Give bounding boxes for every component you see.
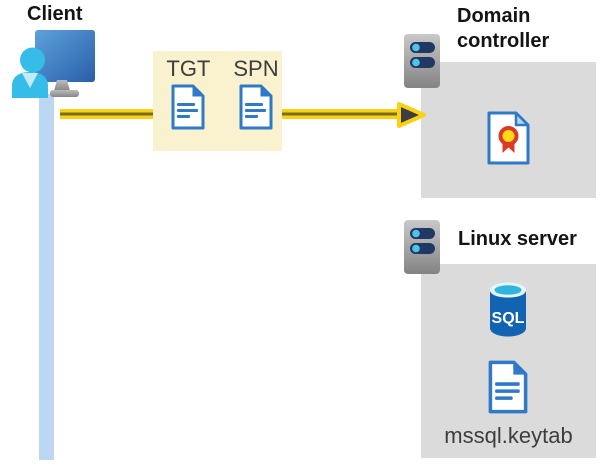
- tgt-document-icon: [171, 84, 205, 130]
- auth-request-arrowhead-icon: [397, 102, 426, 128]
- sql-label: SQL: [492, 310, 525, 327]
- keytab-document-icon: [488, 360, 528, 414]
- token-spn: SPN: [233, 56, 279, 151]
- person-head: [20, 47, 45, 73]
- monitor-base: [50, 90, 79, 97]
- monitor-icon: [35, 30, 95, 82]
- certificate-icon: [487, 111, 530, 165]
- spn-document-icon: [239, 84, 273, 130]
- client-label: Client: [27, 3, 83, 25]
- domain-controller-label: Domain controller: [457, 5, 550, 52]
- linux-server-icon: [404, 220, 440, 274]
- token-box: TGT SPN: [153, 51, 282, 151]
- tgt-label: TGT: [166, 56, 211, 81]
- domain-controller-server-icon: [404, 34, 440, 88]
- linux-server-label: Linux server: [458, 228, 577, 250]
- monitor-stand: [54, 80, 70, 91]
- token-tgt: TGT: [166, 56, 210, 151]
- keytab-label: mssql.keytab: [444, 423, 573, 448]
- client-computer-icon: [12, 30, 95, 98]
- client-timeline-line: [39, 94, 54, 460]
- sql-database-icon: SQL: [490, 282, 526, 337]
- spn-label: SPN: [233, 56, 279, 81]
- person-collar: [22, 73, 38, 88]
